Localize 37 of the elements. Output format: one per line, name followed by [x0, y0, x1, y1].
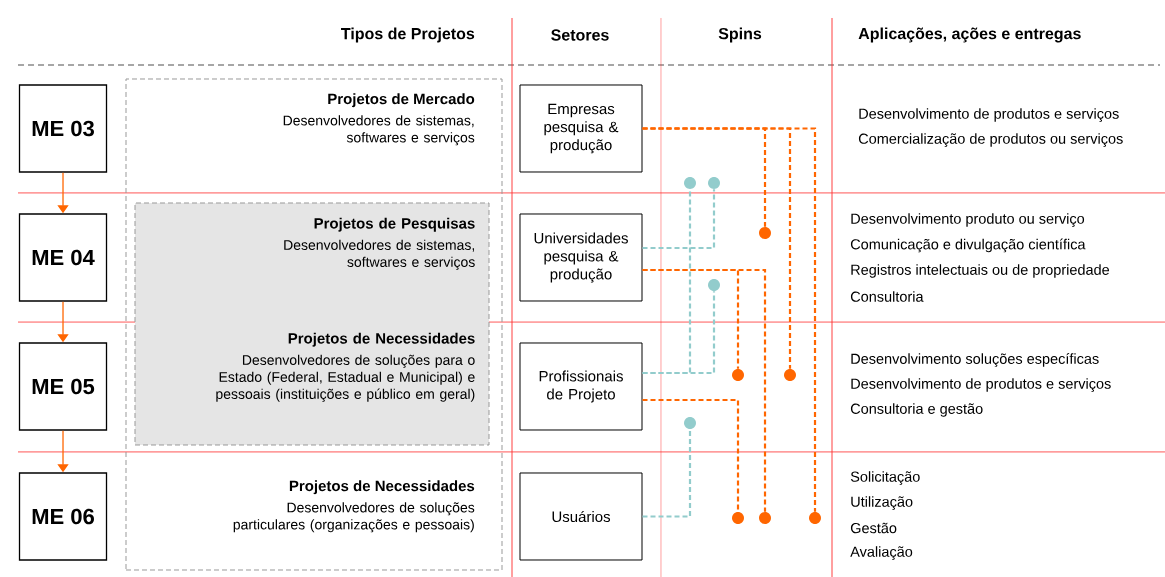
list-item: Desenvolvimento de produtos e serviços: [851, 378, 1111, 392]
list-item: Consultoria e gestão: [850, 403, 983, 417]
connector-line: [642, 291, 716, 375]
stage-box: ME 03: [18, 84, 108, 173]
list-item: Registros intelectuais ou de propriedade: [851, 264, 1110, 278]
stage-box: ME 04: [18, 213, 108, 302]
project-heading: Projetos de Necessidades: [289, 480, 475, 495]
stage-box: ME 05: [18, 342, 108, 431]
list-item: Utilização: [851, 496, 913, 510]
list-item: Gestão: [850, 522, 897, 534]
sector-box: Usuários: [519, 472, 643, 561]
sector-box: Profissionais de Projeto: [519, 342, 643, 431]
column-header: Setores: [551, 29, 609, 41]
sector-box: Empresas pesquisa & produção: [519, 84, 643, 173]
list-item: Desenvolvimento soluções específicas: [851, 353, 1099, 367]
list-item: Consultoria: [850, 291, 924, 302]
dashed-frame: [125, 78, 503, 571]
project-description: Desenvolvedores de soluções particulares (organizações e pessoais): [233, 502, 475, 533]
project-panel: Projetos de Pesquisas Desenvolvedores de sistemas, softwares e serviços Projetos de Necessidades Desenvolvedores de soluções para o Estado (Federal, Estadual e Municipal) e pessoais (instituições e público em geral): [134, 202, 490, 446]
list-item: Comercialização de produtos ou serviços: [858, 133, 1123, 147]
sector-box: Universidades pesquisa & produção: [519, 213, 643, 302]
list-item: Solicitação: [850, 471, 920, 485]
list-item: Avaliação: [850, 546, 913, 560]
connector-line: [642, 429, 692, 518]
project-heading: Projetos de Mercado: [328, 93, 475, 108]
connector-line: [642, 398, 740, 512]
column-header: Tipos de Projetos: [341, 27, 475, 43]
column-header: Spins: [718, 27, 762, 43]
list-item: Desenvolvimento produto ou serviço: [851, 213, 1085, 227]
list-item: Desenvolvimento de produtos e serviços: [859, 108, 1119, 122]
list-item: Comunicação e divulgação científica: [850, 238, 1086, 253]
connector-line: [642, 268, 767, 512]
column-header: Aplicações, ações e entregas: [858, 27, 1081, 43]
project-description: Desenvolvedores de sistemas, softwares e serviços: [283, 115, 475, 146]
stage-box: ME 06: [18, 472, 108, 561]
connector-line: [642, 127, 817, 512]
connector-line: [642, 189, 716, 250]
